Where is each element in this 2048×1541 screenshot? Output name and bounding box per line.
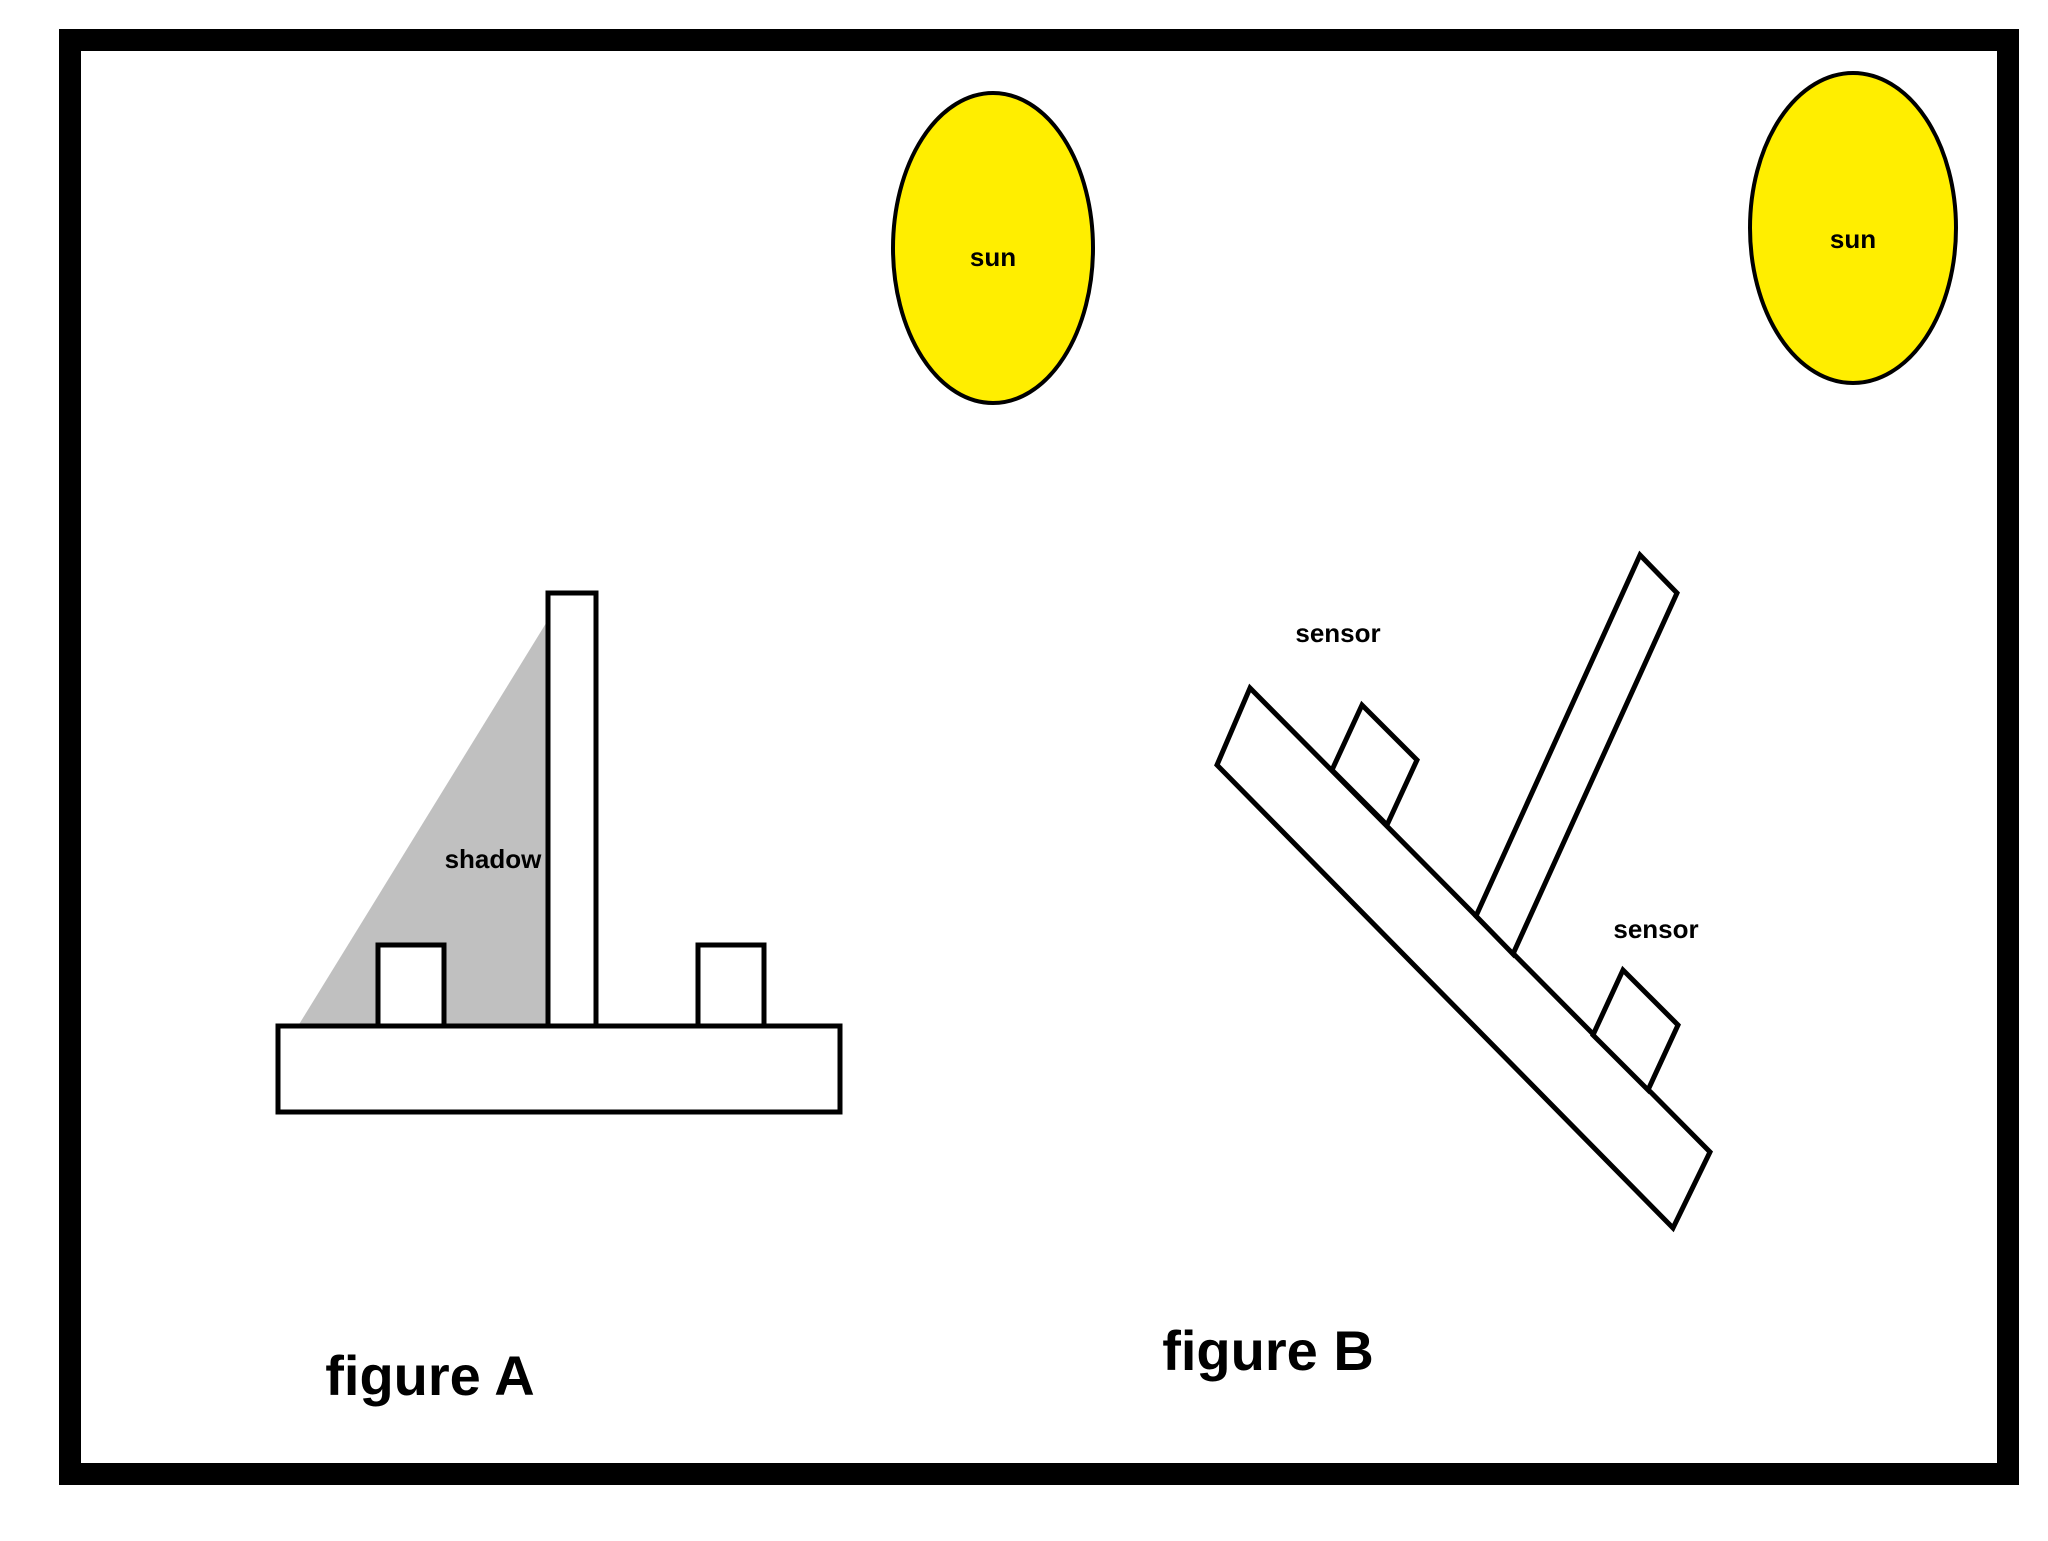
figure-a-sun-label: sun bbox=[970, 242, 1016, 272]
shadow-label: shadow bbox=[445, 844, 543, 874]
figure-a-sensor-right bbox=[695, 942, 767, 1029]
figure-a-caption: figure A bbox=[325, 1344, 534, 1407]
figure-b-sensor-upper bbox=[1328, 700, 1421, 830]
figure-b-pole bbox=[1473, 550, 1680, 959]
figure-a-base bbox=[275, 1023, 843, 1115]
figure-b-sun bbox=[1748, 71, 1958, 385]
figure-b-sensor-lower bbox=[1589, 965, 1682, 1095]
figure-a-sensor-left bbox=[375, 942, 447, 1029]
figure-a-pole bbox=[545, 590, 599, 1029]
figure-b-base bbox=[1214, 683, 1714, 1233]
sensor-label-lower: sensor bbox=[1613, 914, 1698, 944]
figure-b-sun-label: sun bbox=[1830, 224, 1876, 254]
figure-b: sensor sensor sun figure B bbox=[1162, 71, 1958, 1382]
figure-a-sun bbox=[891, 91, 1095, 405]
shadow-area bbox=[298, 620, 548, 1026]
figure-b-caption: figure B bbox=[1162, 1319, 1374, 1382]
figure-a: shadow sun figure A bbox=[275, 91, 1095, 1407]
sensor-label-upper: sensor bbox=[1295, 618, 1380, 648]
